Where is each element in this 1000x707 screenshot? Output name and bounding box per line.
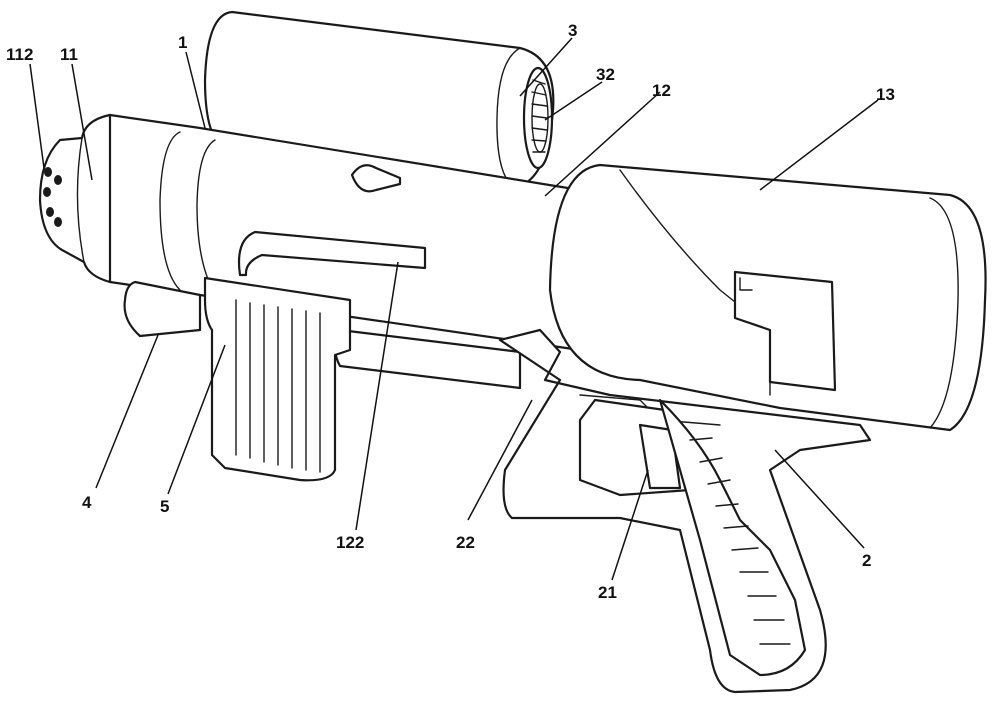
label-2: 2 <box>862 551 871 570</box>
label-5: 5 <box>160 497 169 516</box>
label-3: 3 <box>568 21 577 40</box>
label-21: 21 <box>598 583 617 602</box>
label-22: 22 <box>456 533 475 552</box>
label-32: 32 <box>596 65 615 84</box>
front-grip <box>203 276 352 482</box>
part-labels: 112 11 1 3 32 12 13 4 5 122 22 21 2 <box>6 21 895 602</box>
pump-chamber <box>548 163 987 432</box>
label-12: 12 <box>652 81 671 100</box>
label-4: 4 <box>82 493 92 512</box>
label-13: 13 <box>876 85 895 104</box>
lower-tube <box>123 280 522 390</box>
label-122: 122 <box>336 533 364 552</box>
handle-assembly <box>498 328 872 694</box>
label-11: 11 <box>60 45 78 64</box>
leader-lines <box>29 37 879 581</box>
label-112: 112 <box>6 45 33 64</box>
label-1: 1 <box>178 33 187 52</box>
